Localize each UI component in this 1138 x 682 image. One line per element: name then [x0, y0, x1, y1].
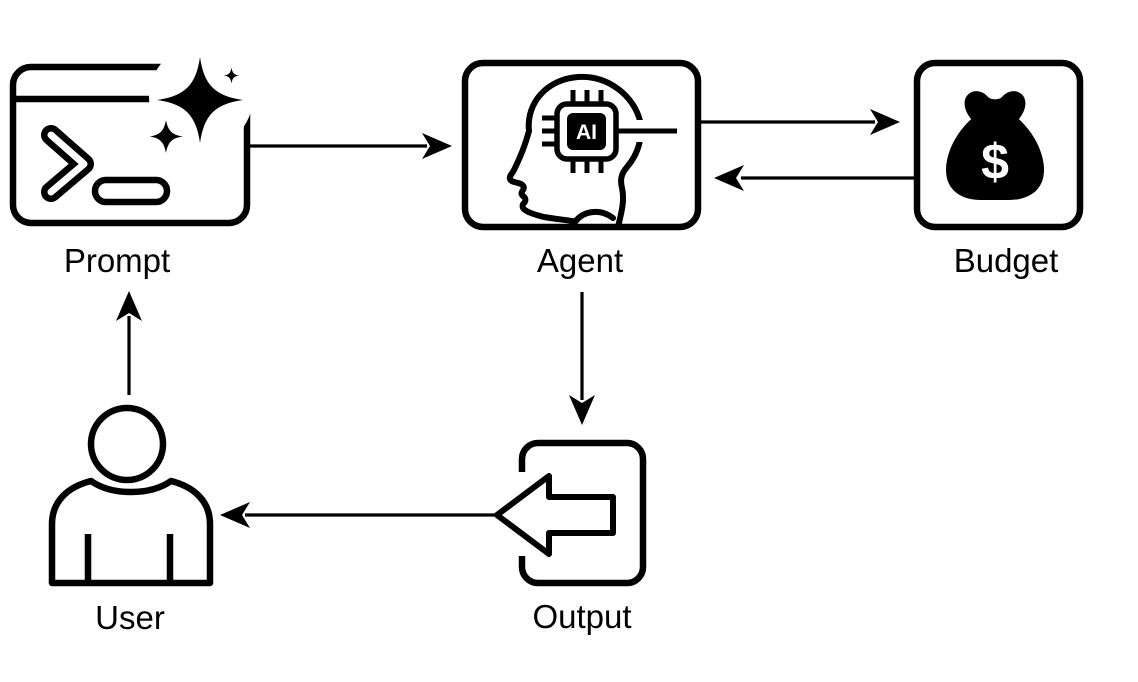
prompt-cursor-pill: [91, 176, 171, 206]
output-label: Output: [532, 598, 631, 635]
agent-frame: [461, 59, 702, 231]
edge-agent-budget: [698, 109, 900, 135]
chip-core: [567, 113, 606, 150]
budget-frame: [913, 59, 1084, 231]
edge-output-user-arrowhead: [220, 502, 250, 528]
terminal-sparkle-icon: [9, 45, 253, 227]
sparkle-tiny-icon: [223, 67, 240, 84]
budget-label: Budget: [954, 242, 1059, 279]
money-bag-body: [946, 115, 1044, 200]
head-collar: [572, 208, 616, 225]
agent-node: AI Agent: [461, 59, 702, 279]
edge-prompt-agent: [247, 133, 452, 159]
prompt-label: Prompt: [64, 242, 170, 279]
dollar-sign: $: [981, 134, 1009, 190]
person-head: [87, 404, 167, 484]
head-cranium: [525, 73, 643, 134]
user-node: User: [48, 404, 214, 636]
budget-node: $ Budget: [913, 59, 1084, 279]
edge-agent-output: [569, 292, 595, 425]
export-arrow-icon: [494, 439, 647, 587]
output-arrow-glyph: [494, 473, 616, 557]
arrowhead-right: [422, 133, 452, 159]
arrowhead-up: [116, 291, 142, 321]
arrowhead-left: [714, 165, 744, 191]
edge-budget-agent: [714, 165, 918, 191]
sparkle-icon: [157, 57, 243, 143]
output-node: Output: [220, 439, 647, 635]
sparkle-small-icon: [149, 120, 183, 153]
person-body: [48, 477, 214, 587]
arrowhead-right: [870, 109, 900, 135]
agent-label: Agent: [537, 242, 623, 279]
money-bag-knot: [964, 91, 1026, 120]
person-icon: [48, 404, 214, 587]
prompt-node: Prompt: [9, 45, 253, 279]
head-chip-icon: AI: [506, 73, 677, 230]
prompt-chevron-core: [47, 131, 88, 196]
edge-user-prompt: [116, 291, 142, 395]
head-back-neck: [615, 137, 643, 230]
ai-chip: AI: [542, 90, 677, 173]
arrowhead-down: [569, 395, 595, 425]
head-face-profile: [506, 128, 576, 230]
user-label: User: [95, 599, 165, 636]
money-bag-icon: $: [946, 91, 1044, 200]
chip-text: AI: [576, 121, 597, 144]
